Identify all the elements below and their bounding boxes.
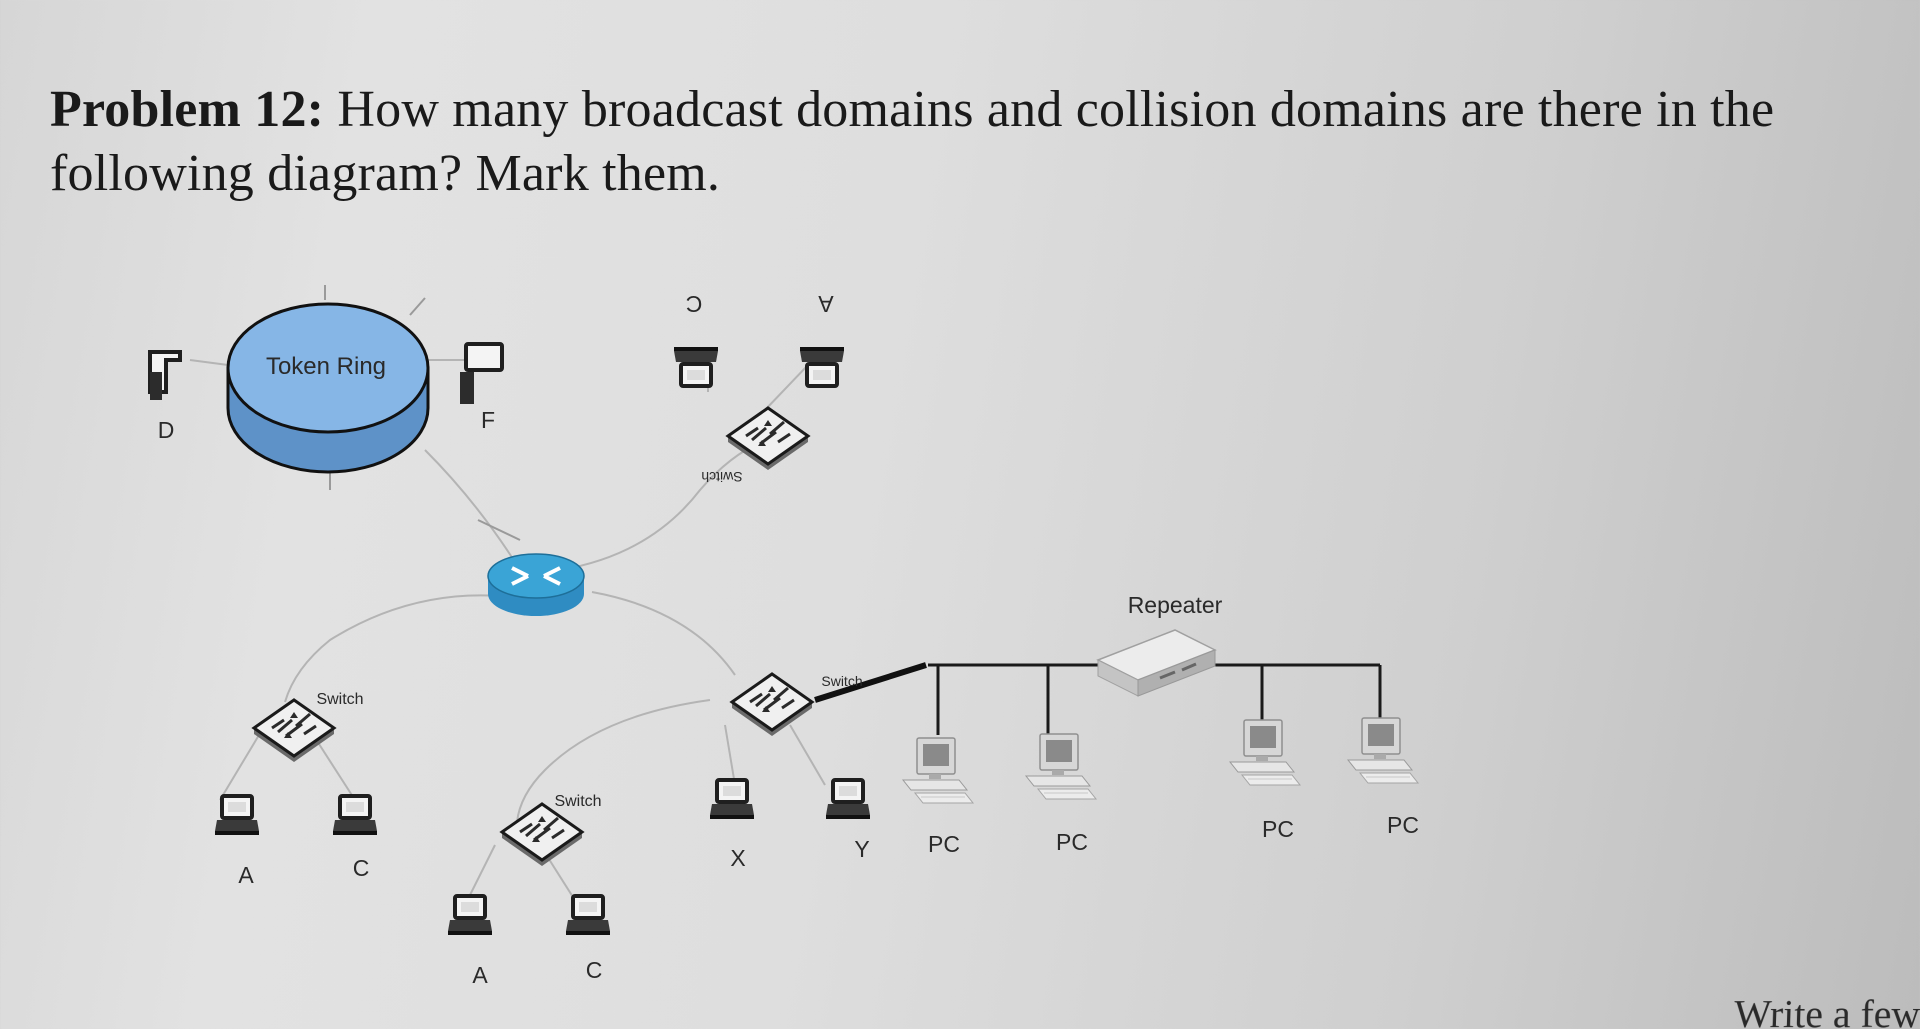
center-switch: [730, 672, 814, 738]
token-ring: Token Ring: [226, 285, 521, 541]
host-f-label: F: [481, 407, 495, 433]
host-f: F: [460, 342, 504, 433]
token-ring-label: Token Ring: [266, 353, 386, 380]
host-top-a: A: [798, 291, 846, 388]
switch-label-center: Switch: [821, 673, 862, 689]
host-top-c-label: C: [686, 291, 703, 317]
host-top-c: C: [672, 291, 720, 388]
router: [487, 553, 585, 616]
host-mid-a-label: A: [472, 962, 488, 988]
pc-2-label: PC: [1056, 829, 1088, 855]
problem-number: Problem 12:: [50, 81, 325, 138]
problem-question: How many broadcast domains and collision…: [50, 81, 1775, 203]
pc-1: PC: [902, 737, 974, 857]
repeater-label: Repeater: [1128, 592, 1223, 618]
pc-4-label: PC: [1387, 812, 1419, 838]
top-switch: [726, 406, 810, 472]
next-question-partial: Write a few: [1732, 991, 1920, 1029]
host-top-a-label: A: [818, 291, 834, 317]
switch-label-top: Switch: [701, 469, 742, 485]
host-mid-a: A: [446, 894, 494, 988]
host-left-a-label: A: [238, 862, 254, 888]
host-x: X: [708, 778, 756, 871]
pc-4: PC: [1347, 717, 1419, 838]
host-left-c-label: C: [353, 855, 370, 881]
host-d: D: [148, 350, 182, 443]
pc-3: PC: [1229, 719, 1301, 842]
host-mid-c: C: [564, 894, 612, 983]
host-left-a: A: [213, 794, 261, 888]
left-switch: [252, 698, 336, 764]
host-mid-c-label: C: [586, 957, 603, 983]
host-x-label: X: [730, 845, 745, 871]
bus-cable-stub: [814, 662, 927, 703]
repeater: [1096, 629, 1217, 697]
middle-switch: [500, 802, 584, 868]
pc-1-label: PC: [928, 831, 960, 857]
problem-statement: Problem 12: How many broadcast domains a…: [50, 78, 1870, 207]
switch-label-middle: Switch: [554, 793, 601, 810]
host-left-c: C: [331, 794, 379, 881]
host-y: Y: [824, 778, 872, 862]
pc-3-label: PC: [1262, 816, 1294, 842]
pc-2: PC: [1025, 733, 1097, 855]
switch-label-left: Switch: [316, 691, 363, 708]
host-y-label: Y: [854, 836, 869, 862]
host-d-label: D: [158, 417, 175, 443]
